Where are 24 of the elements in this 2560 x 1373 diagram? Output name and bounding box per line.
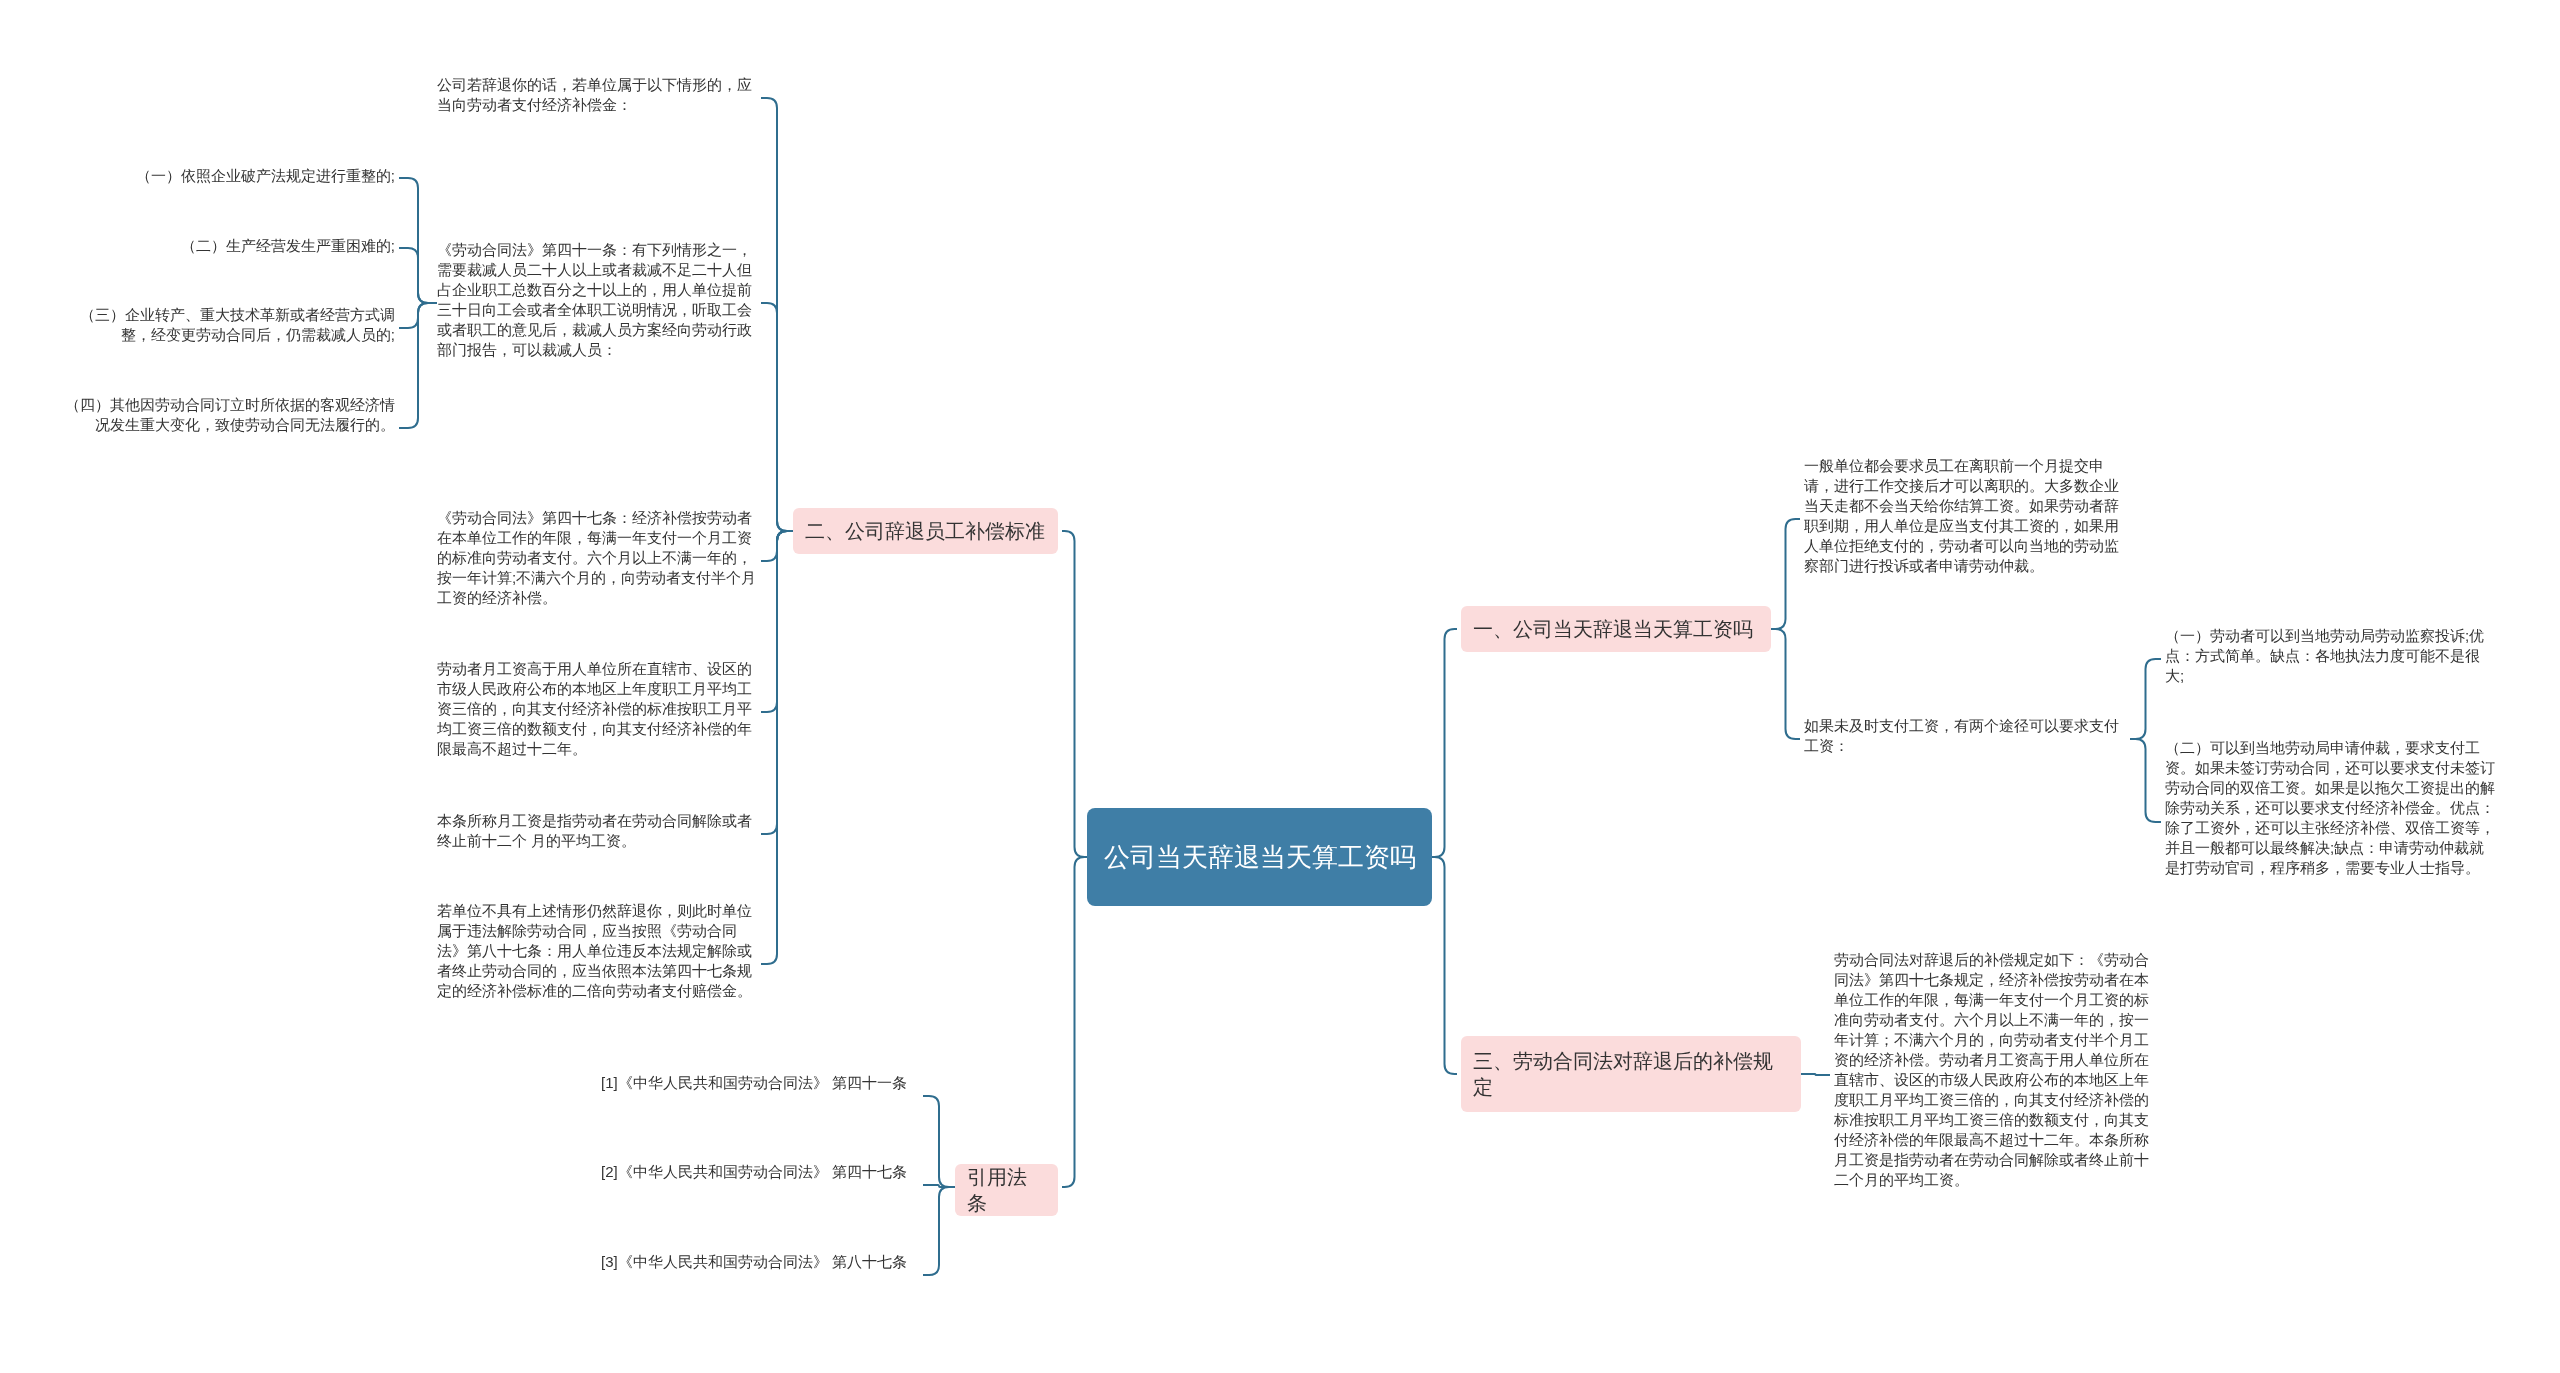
note-text: 公司若辞退你的话，若单位属于以下情形的，应当向劳动者支付经济补偿金：	[437, 75, 757, 121]
note-text: 一般单位都会要求员工在离职前一个月提交申请，进行工作交接后才可以离职的。大多数企业当天走都不会当天给你结算工资。如果劳动者辞职到期，用人单位是应当支付其工资的，如果用人单位拒绝支付的，劳动者可以向当地的劳动监察部门进行投诉或者申请劳动仲裁。	[1804, 456, 2130, 582]
note-text: （三）企业转产、重大技术革新或者经营方式调整，经变更劳动合同后，仍需裁减人员的;	[60, 305, 395, 351]
note-text: （一）依照企业破产法规定进行重整的;	[110, 166, 395, 190]
central-topic: 公司当天辞退当天算工资吗	[1087, 808, 1432, 906]
note-text: [1]《中华人民共和国劳动合同法》 第四十一条	[601, 1073, 919, 1119]
note-text: [2]《中华人民共和国劳动合同法》 第四十七条	[601, 1162, 919, 1208]
connector-line	[1800, 1073, 1831, 1076]
note-text: （二）可以到当地劳动局申请仲裁，要求支付工资。如果未签订劳动合同，还可以要求支付未签订劳动合同的双倍工资。如果是以拖欠工资提出的解除劳动关系，还可以要求支付经济补偿金。优点：除了工资外，还可以主张经济补偿、双倍工资等，并且一般都可以最终解决;缺点：申请劳动仲裁就是打劳动官司，程序稍多，需要专业人士指导。	[2165, 738, 2495, 906]
note-text: （二）生产经营发生严重困难的;	[150, 236, 395, 260]
branch-topic: 三、劳动合同法对辞退后的补偿规定	[1461, 1036, 1801, 1112]
branch-topic: 一、公司当天辞退当天算工资吗	[1461, 606, 1771, 652]
note-text: （一）劳动者可以到当地劳动局劳动监察投诉;优点：方式简单。缺点：各地执法力度可能不是很大;	[2165, 626, 2495, 692]
note-text: 劳动合同法对辞退后的补偿规定如下：《劳动合同法》第四十七条规定，经济补偿按劳动者在本单位工作的年限，每满一年支付一个月工资的标准向劳动者支付。六个月以上不满一年的，按一年计算；不满六个月的，向劳动者支付半个月工资的经济补偿。劳动者月工资高于用人单位所在直辖市、设区的市级人民政府公布的本地区上年度职工月平均工资三倍的，向其支付经济补偿的标准按职工月平均工资三倍的数额支付，向其支付经济补偿的年限最高不超过十二年。本条所称月工资是指劳动者在劳动合同解除或者终止前十二个月的平均工资。	[1834, 950, 2160, 1200]
note-text: （四）其他因劳动合同订立时所依据的客观经济情况发生重大变化，致使劳动合同无法履行的。	[60, 395, 395, 461]
note-text: 若单位不具有上述情形仍然辞退你，则此时单位属于违法解除劳动合同，应当按照《劳动合同法》第八十七条：用人单位违反本法规定解除或者终止劳动合同的，应当依照本法第四十七条规定的经济补偿标准的二倍向劳动者支付赔偿金。	[437, 901, 757, 1027]
note-text: 《劳动合同法》第四十一条：有下列情形之一，需要裁减人员二十人以上或者裁减不足二十人但占企业职工总数百分之十以上的，用人单位提前三十日向工会或者全体职工说明情况，听取工会或者职工的意见后，裁减人员方案经向劳动行政部门报告，可以裁减人员：	[437, 240, 757, 366]
note-text: 本条所称月工资是指劳动者在劳动合同解除或者终止前十二个 月的平均工资。	[437, 811, 757, 857]
branch-topic: 引用法条	[955, 1164, 1058, 1216]
note-text: 如果未及时支付工资，有两个途径可以要求支付工资：	[1804, 716, 2130, 762]
note-text: 劳动者月工资高于用人单位所在直辖市、设区的市级人民政府公布的本地区上年度职工月平均工资三倍的，向其支付经济补偿的标准按职工月平均工资三倍的数额支付，向其支付经济补偿的年限最高不超过十二年。	[437, 659, 757, 765]
note-text: 《劳动合同法》第四十七条：经济补偿按劳动者在本单位工作的年限，每满一年支付一个月工资的标准向劳动者支付。六个月以上不满一年的，按一年计算;不满六个月的，向劳动者支付半个月工资的经济补偿。	[437, 508, 757, 614]
note-text: [3]《中华人民共和国劳动合同法》 第八十七条	[601, 1252, 919, 1298]
branch-topic: 二、公司辞退员工补偿标准	[793, 508, 1058, 554]
